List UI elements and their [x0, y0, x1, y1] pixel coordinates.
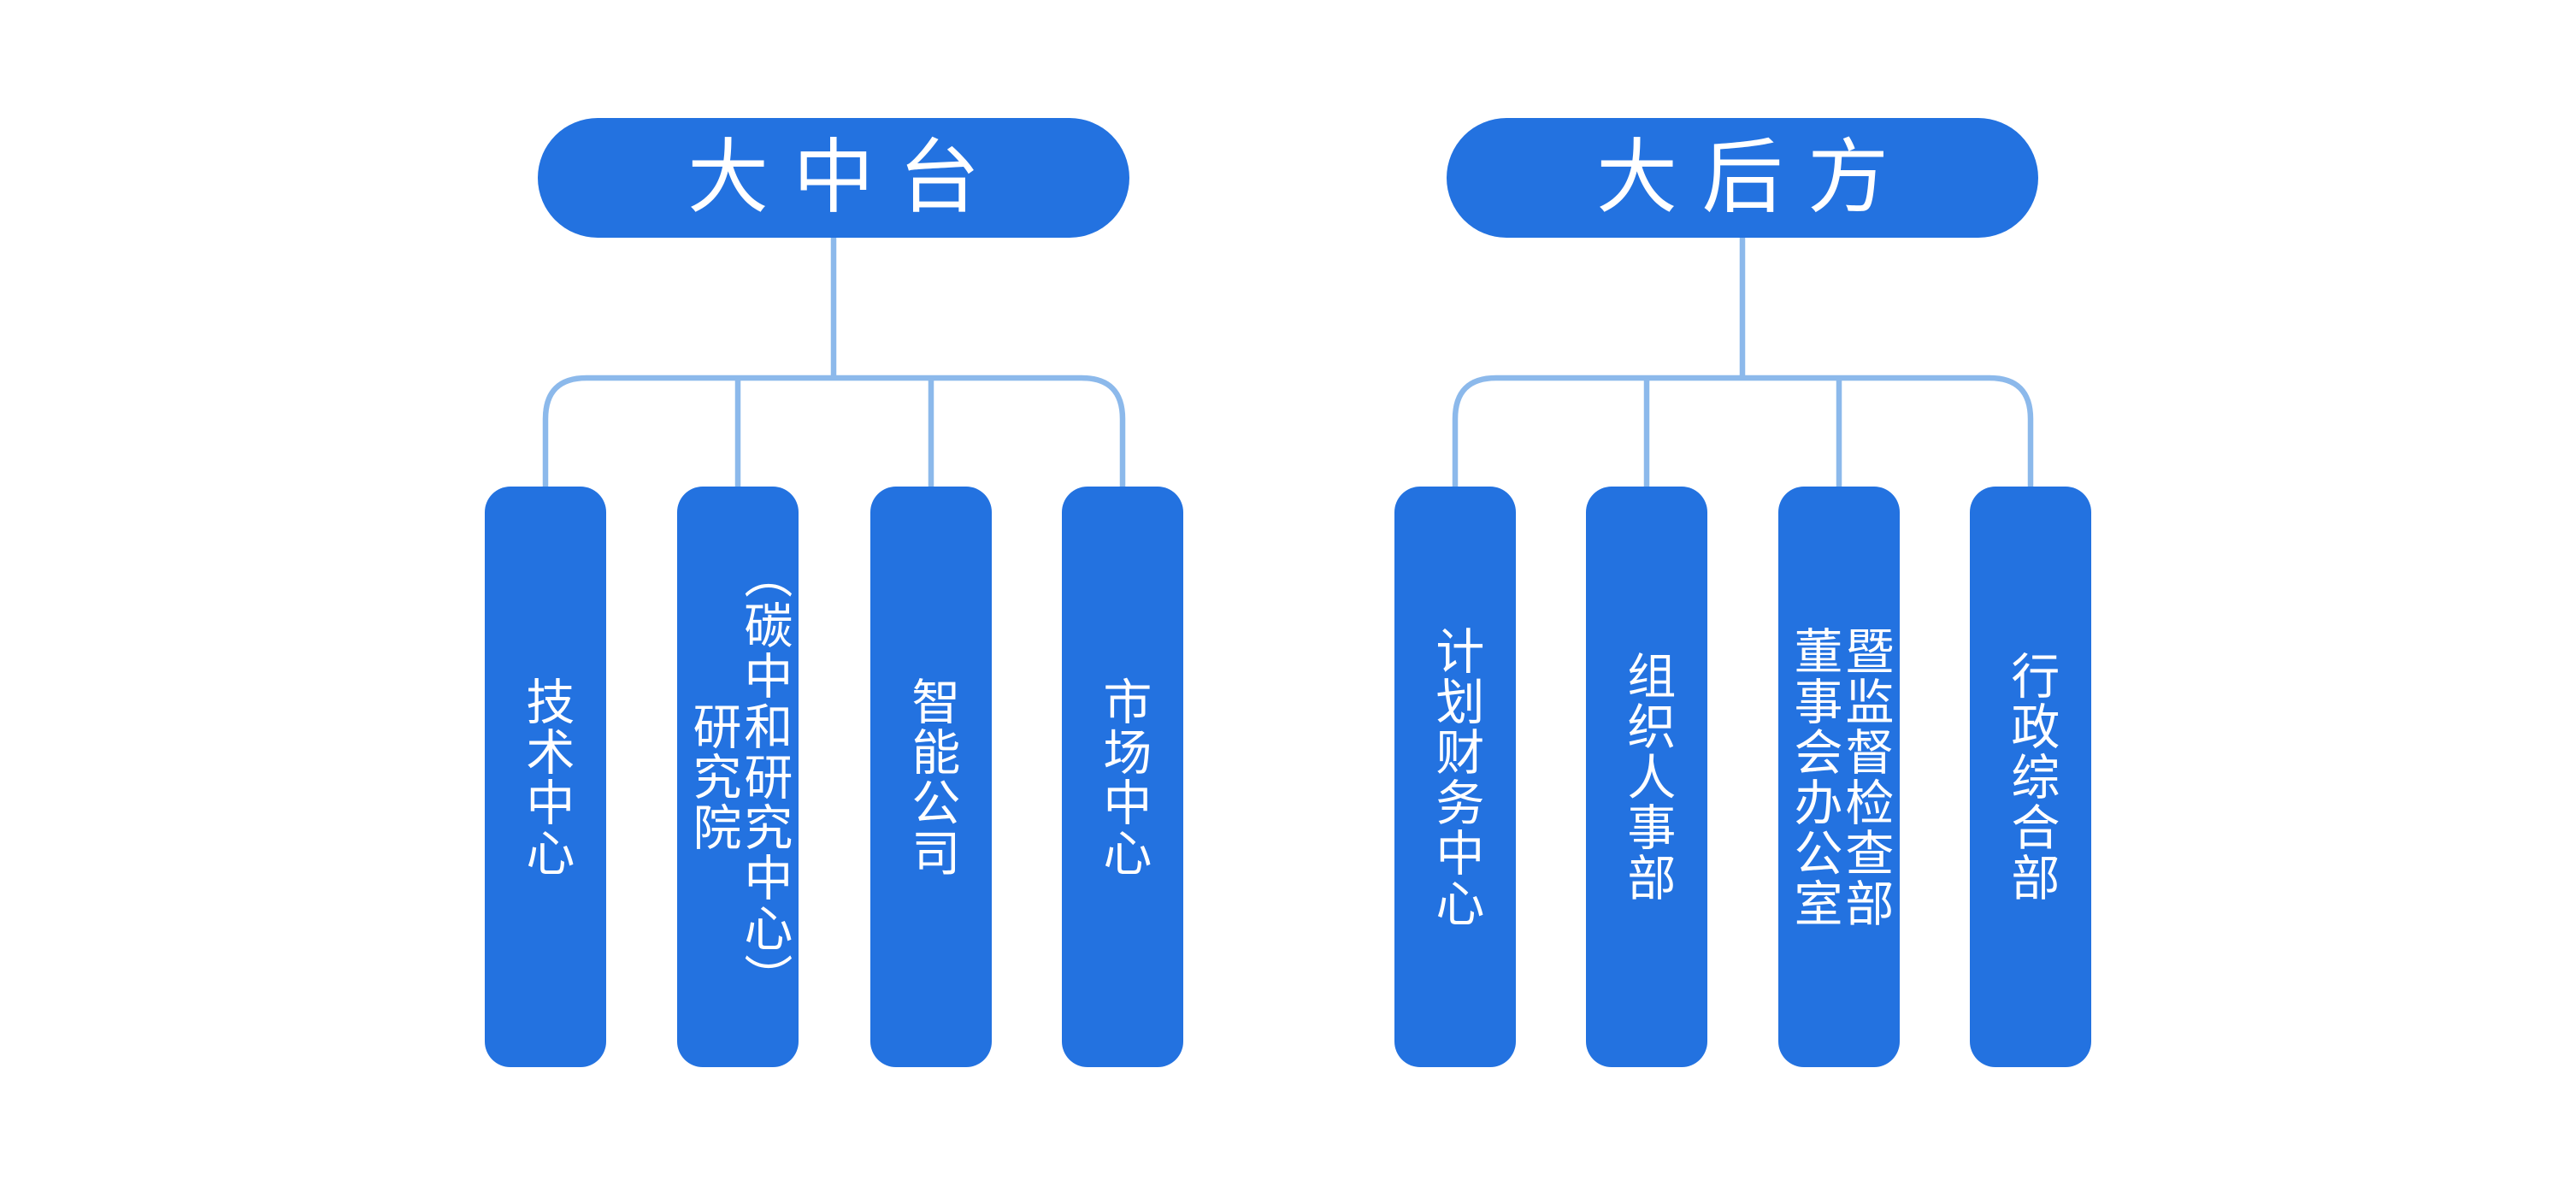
child-label: 研究院 （碳中和研究中心）: [686, 550, 792, 1004]
child-label: 智能公司: [904, 676, 959, 878]
child-node-market-center[interactable]: 市场中心: [1062, 487, 1183, 1067]
child-node-planning-finance-center[interactable]: 计划财务中心: [1394, 487, 1516, 1067]
child-node-organization-personnel-dept[interactable]: 组织人事部: [1586, 487, 1707, 1067]
root-label: 大中台: [687, 132, 1005, 223]
connector-group2-bus: [1452, 375, 2034, 489]
child-label: 计划财务中心: [1428, 625, 1483, 929]
root-label: 大后方: [1595, 132, 1913, 223]
child-node-technology-center[interactable]: 技术中心: [485, 487, 606, 1067]
child-node-board-office-supervision-dept[interactable]: 董事会办公室 暨监督检查部: [1778, 487, 1900, 1067]
child-node-admin-general-dept[interactable]: 行政综合部: [1970, 487, 2091, 1067]
child-label: 组织人事部: [1619, 651, 1675, 903]
root-node-dazhongtai[interactable]: 大中台: [538, 118, 1129, 238]
root-node-dahoufang[interactable]: 大后方: [1447, 118, 2038, 238]
child-label: 行政综合部: [2003, 651, 2059, 903]
child-node-research-institute[interactable]: 研究院 （碳中和研究中心）: [677, 487, 799, 1067]
connector-group1-bus: [542, 375, 1126, 489]
child-label: 董事会办公室 暨监督检查部: [1787, 625, 1893, 929]
child-node-intelligence-company[interactable]: 智能公司: [870, 487, 992, 1067]
child-label: 技术中心: [518, 676, 574, 878]
child-label: 市场中心: [1095, 676, 1151, 878]
